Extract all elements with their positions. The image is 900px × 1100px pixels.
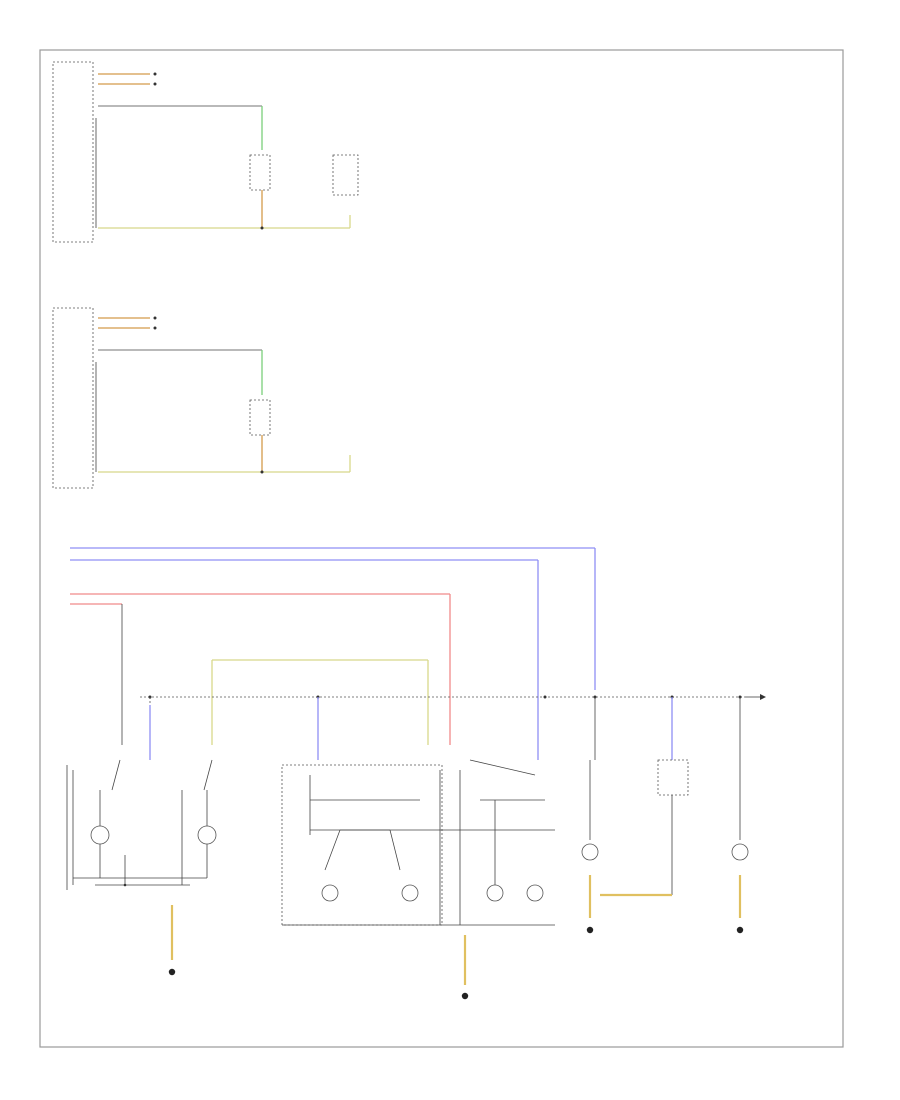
lower-lamp-component — [249, 399, 271, 436]
diagram-border — [39, 49, 844, 1048]
right-lamp-assembly — [581, 697, 749, 934]
upper-lamp-component — [249, 154, 271, 191]
upper-switch-component — [332, 154, 359, 196]
center-lamp-bulb-2 — [401, 884, 419, 902]
center-lamp-bulb-3 — [486, 884, 504, 902]
right-lamp-bulb-1 — [581, 843, 599, 861]
right-relay-component — [657, 759, 689, 796]
center-switch-assembly — [281, 697, 555, 1000]
ground-point-right-1 — [586, 926, 594, 934]
left-lamp-bulb-1 — [90, 825, 110, 845]
upper-control-module-section — [52, 61, 359, 243]
right-lamp-bulb-2 — [731, 843, 749, 861]
center-lamp-bulb-1 — [321, 884, 339, 902]
ground-point-left — [168, 968, 176, 976]
left-lamp-bulb-2 — [197, 825, 217, 845]
upper-control-module — [52, 61, 94, 243]
center-switch-housing — [281, 764, 443, 926]
lower-control-module-section — [52, 307, 351, 489]
lower-control-module — [52, 307, 94, 489]
bus-wires — [70, 547, 596, 760]
center-lamp-bulb-4 — [526, 884, 544, 902]
left-lamp-assembly — [66, 697, 217, 976]
ground-point-center — [461, 992, 469, 1000]
ground-point-right-2 — [736, 926, 744, 934]
